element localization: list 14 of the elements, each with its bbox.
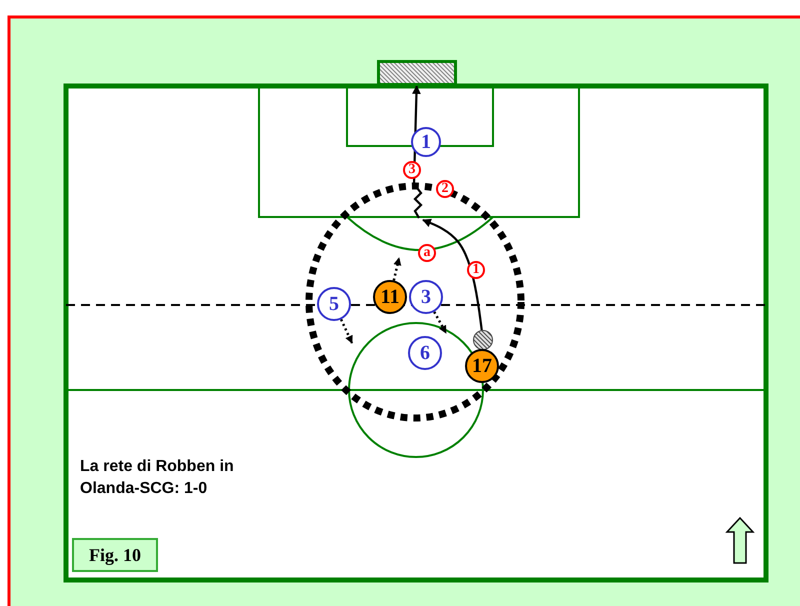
player-number: 5 [329, 294, 339, 314]
player-number: 1 [421, 132, 431, 152]
player-number: 17 [472, 356, 492, 376]
player-number: 11 [380, 287, 400, 307]
movement-arrow [340, 318, 354, 344]
figure-label: Fig. 10 [89, 546, 141, 564]
player-number: 6 [420, 343, 430, 363]
movement-arrow [433, 311, 448, 334]
goal [377, 60, 457, 86]
movement-arrow [392, 257, 402, 281]
player-number: 3 [421, 287, 431, 307]
movement-arrow [422, 218, 483, 330]
figure-label-box [72, 538, 158, 572]
diagram-title: La rete di Robben in Olanda-SCG: 1-0 [80, 457, 235, 499]
